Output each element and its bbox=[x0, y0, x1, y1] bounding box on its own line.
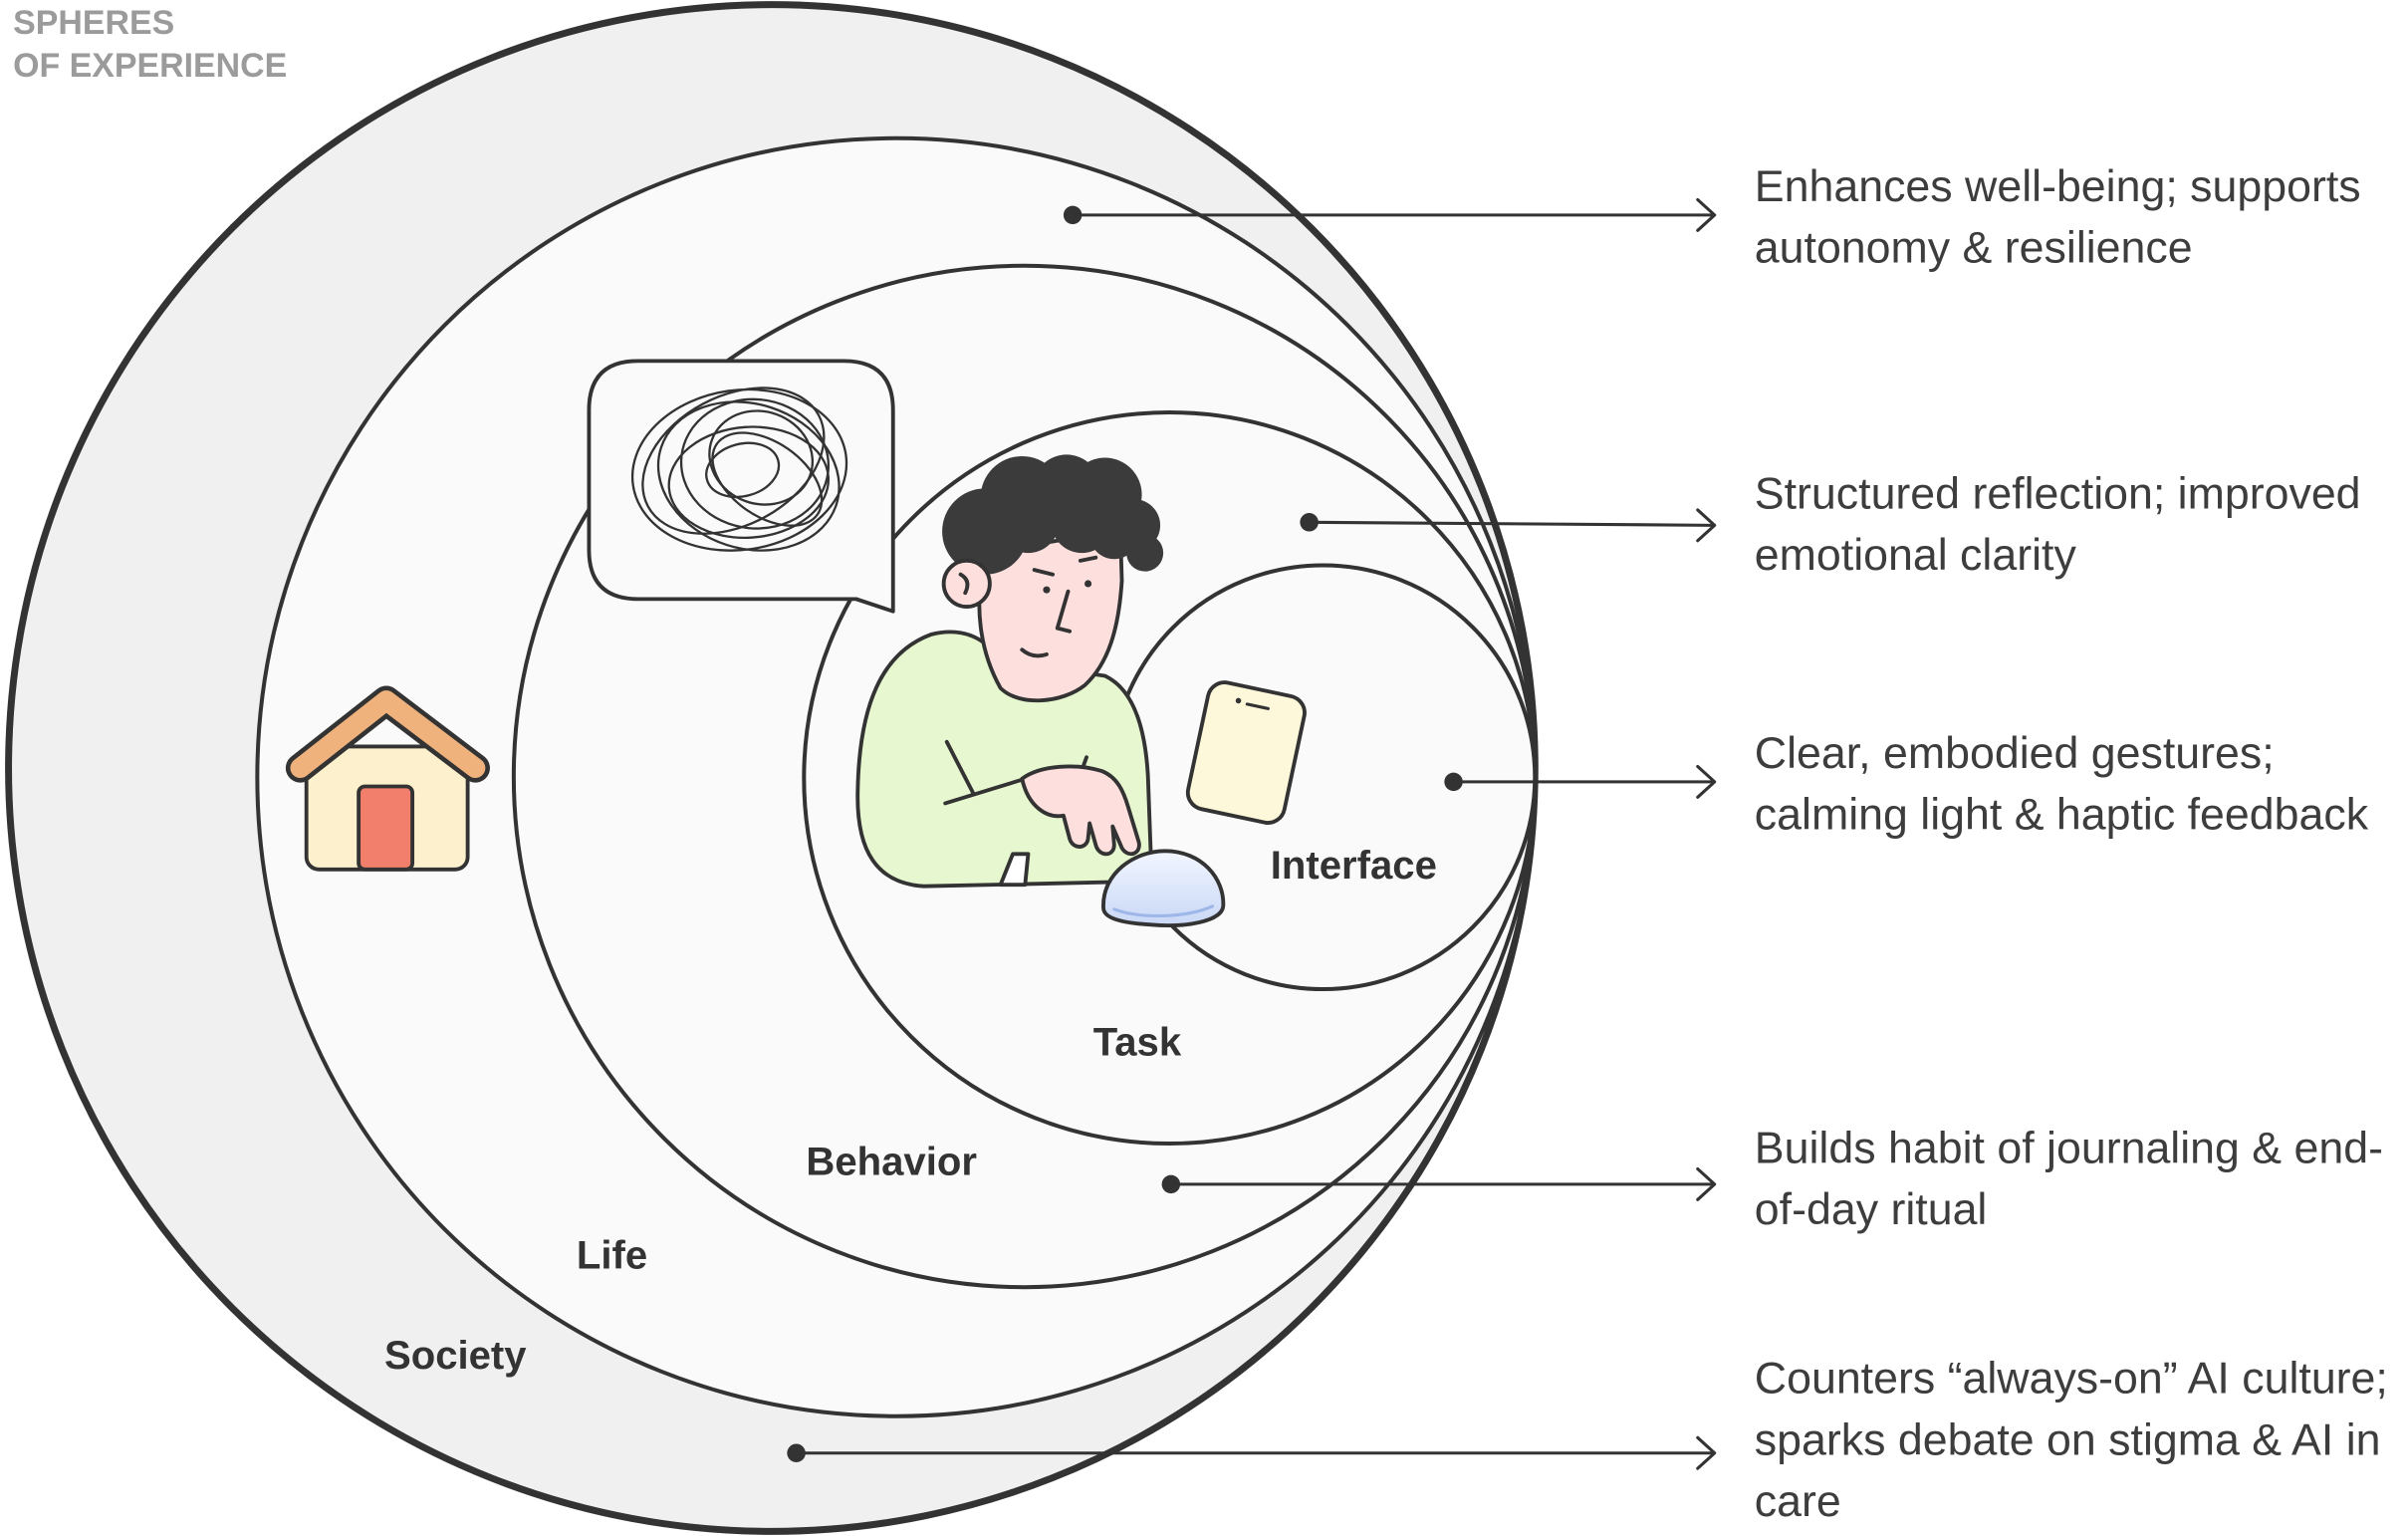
dome-body bbox=[1101, 849, 1226, 927]
callout-text-line: Enhances well-being; supports bbox=[1755, 162, 2361, 211]
callout-text-line: care bbox=[1755, 1477, 1841, 1526]
callout-text-line: Counters “always-on” AI culture; bbox=[1755, 1355, 2388, 1404]
sphere-label-life: Life bbox=[577, 1234, 647, 1278]
callout-life: Enhances well-being; supports autonomy &… bbox=[1063, 162, 2361, 273]
callout-interface: Clear, embodied gestures; calming light … bbox=[1444, 729, 2369, 840]
person-face bbox=[977, 528, 1124, 703]
callout-arrow-line bbox=[1309, 520, 1714, 527]
sweater-crease-forearm bbox=[943, 776, 1028, 806]
arrow-right-icon bbox=[1696, 1166, 1717, 1201]
callout-text-line: Structured reflection; improved bbox=[1755, 469, 2361, 518]
callout-dot bbox=[1063, 205, 1083, 225]
ear-detail bbox=[958, 572, 970, 596]
title-line-1: SPHERES bbox=[13, 4, 174, 42]
scribble-icon bbox=[630, 386, 848, 552]
title-line-2: OF EXPERIENCE bbox=[13, 47, 287, 85]
sphere-label-interface: Interface bbox=[1271, 844, 1437, 888]
callout-text-line: emotional clarity bbox=[1755, 531, 2077, 580]
left-eyebrow bbox=[1032, 568, 1056, 577]
sphere-labels: Interface Task Behavior Life Society bbox=[384, 844, 1437, 1378]
person-mouth bbox=[1020, 647, 1049, 658]
person-icon bbox=[855, 454, 1164, 889]
arrow-right-icon bbox=[1696, 197, 1717, 232]
house-icon bbox=[285, 685, 490, 872]
phone-camera bbox=[1235, 697, 1242, 704]
person-nose bbox=[1055, 589, 1073, 634]
callout-behavior: Builds habit of journaling & end- of-day… bbox=[1161, 1124, 2383, 1234]
speech-bubble-icon bbox=[587, 359, 895, 614]
speech-bubble-shape bbox=[587, 359, 895, 614]
spheres bbox=[5, 1, 1539, 1535]
right-eyebrow bbox=[1078, 555, 1098, 563]
dome-highlight bbox=[1112, 904, 1215, 917]
sphere-label-society: Society bbox=[384, 1334, 527, 1378]
right-eye bbox=[1084, 580, 1092, 588]
sphere-label-task: Task bbox=[1093, 1020, 1182, 1064]
sweater-crease-upper-arm bbox=[944, 739, 975, 795]
callout-text-line: of-day ritual bbox=[1755, 1185, 1988, 1234]
callout-text-line: Clear, embodied gestures; bbox=[1755, 729, 2275, 778]
dome-device-icon bbox=[1101, 849, 1226, 927]
callout-task: Structured reflection; improved emotiona… bbox=[1300, 469, 2361, 580]
arrow-right-icon bbox=[1696, 508, 1717, 543]
diagram-title: SPHERES OF EXPERIENCE bbox=[13, 4, 287, 85]
house-roof bbox=[290, 690, 486, 779]
callout-text-line: calming light & haptic feedback bbox=[1755, 791, 2369, 840]
house-door bbox=[357, 784, 415, 872]
callout-dot bbox=[1161, 1174, 1181, 1194]
person-hand bbox=[1020, 764, 1141, 857]
arrow-right-icon bbox=[1696, 1435, 1717, 1470]
person-hair bbox=[942, 454, 1164, 575]
callout-text-line: autonomy & resilience bbox=[1755, 224, 2193, 273]
lap-gap bbox=[998, 852, 1031, 888]
left-eye bbox=[1043, 586, 1051, 594]
phone-icon bbox=[1185, 680, 1307, 825]
callout-text-line: Builds habit of journaling & end- bbox=[1755, 1124, 2383, 1172]
arrow-right-icon bbox=[1696, 764, 1717, 799]
callout-text-line: sparks debate on stigma & AI in bbox=[1755, 1415, 2381, 1464]
callout-dot bbox=[1444, 772, 1463, 792]
phone-speaker bbox=[1245, 702, 1270, 710]
phone-body bbox=[1185, 680, 1307, 825]
callout-society: Counters “always-on” AI culture; sparks … bbox=[787, 1355, 2388, 1526]
sphere-label-behavior: Behavior bbox=[806, 1141, 977, 1184]
